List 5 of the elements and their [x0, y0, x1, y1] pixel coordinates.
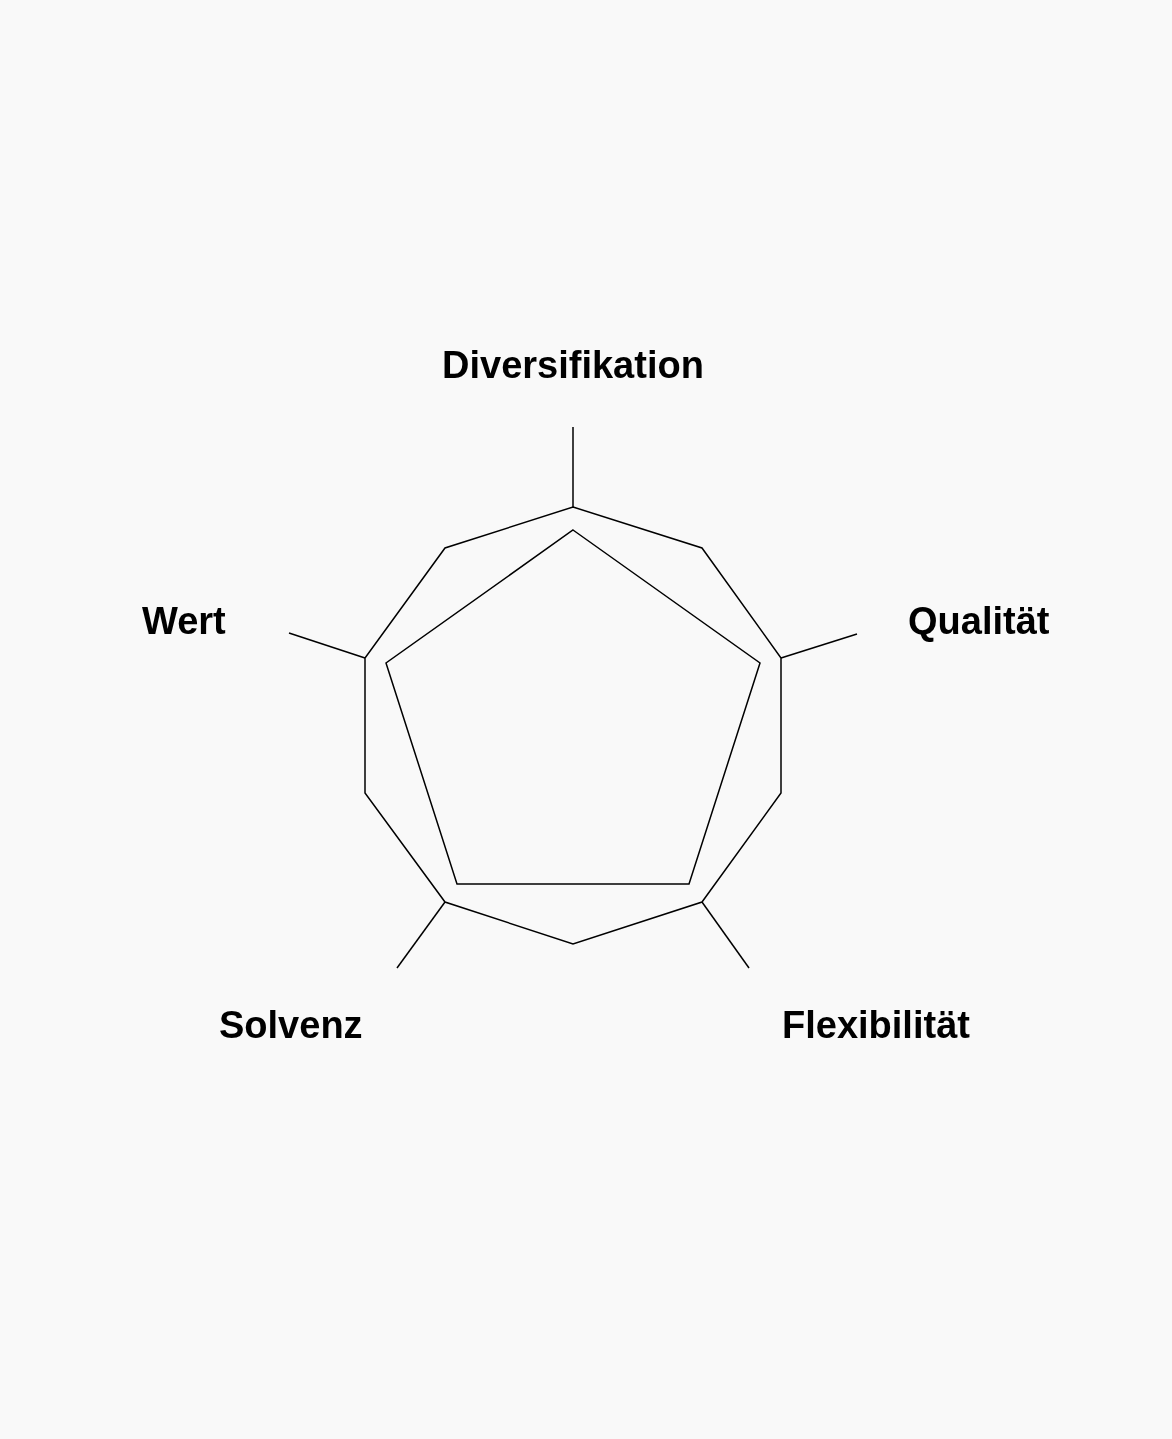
axis-label: Diversifikation	[442, 346, 704, 384]
axis-label: Flexibilität	[782, 1006, 970, 1044]
axis-label: Wert	[142, 602, 226, 640]
axis-label: Qualität	[908, 602, 1050, 640]
axis-label: Solvenz	[219, 1006, 363, 1044]
